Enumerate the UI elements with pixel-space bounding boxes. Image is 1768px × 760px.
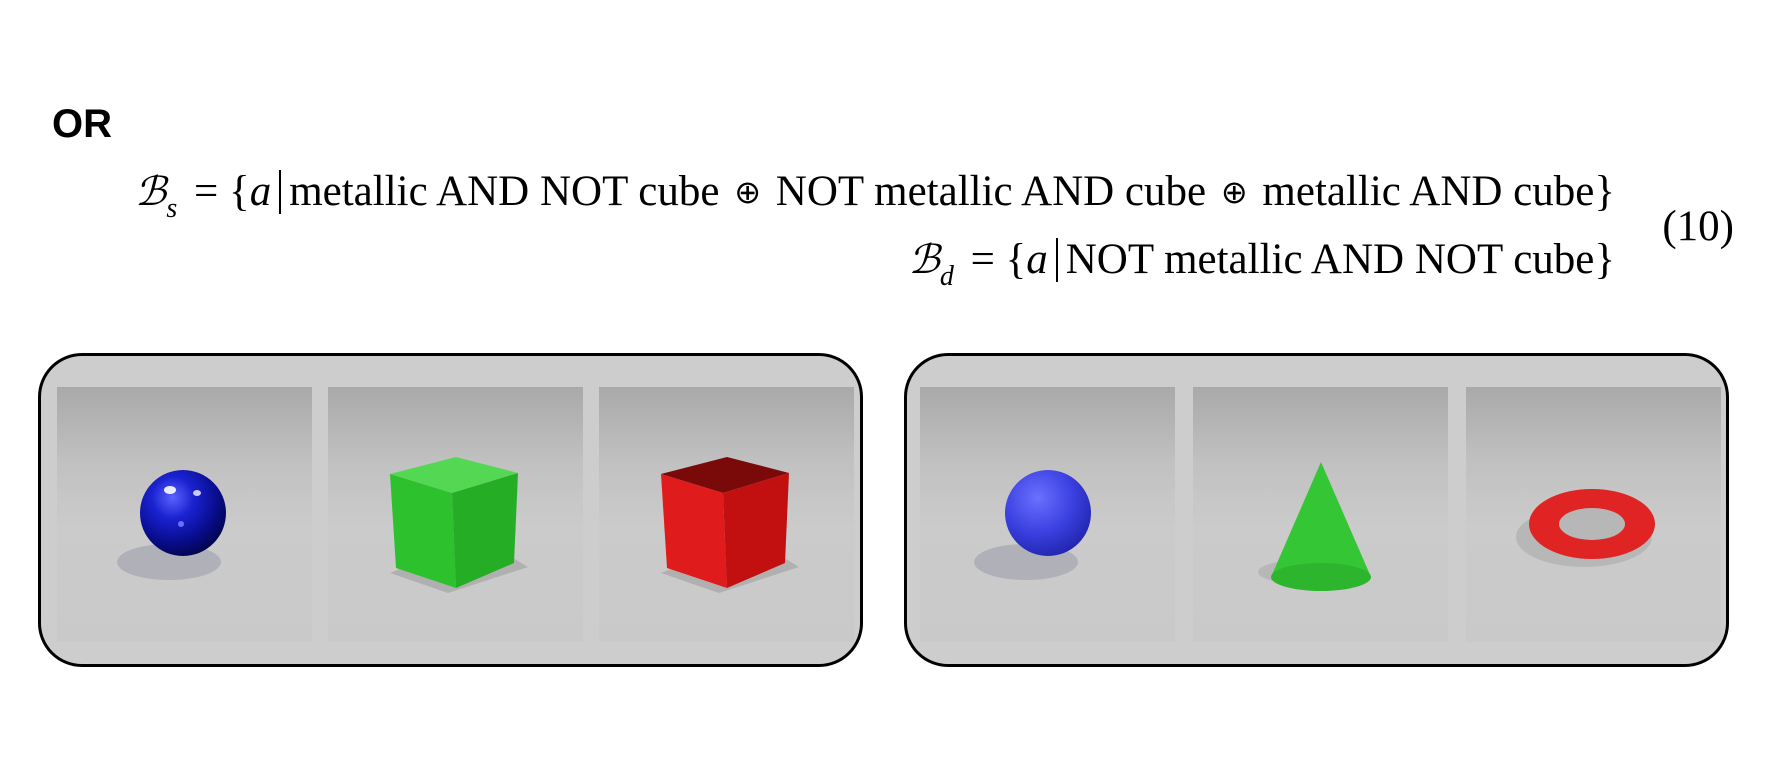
variable-a: a: [249, 168, 272, 215]
close-brace: }: [1594, 168, 1615, 215]
green-rubber-cube-render: [390, 457, 528, 593]
oplus-operator: ⊕: [734, 173, 762, 211]
image-tile-red-metal-cube: [599, 387, 854, 642]
oplus-operator: ⊕: [1220, 173, 1248, 211]
set-symbol-d: ℬ: [908, 237, 940, 283]
equation-line-s: ℬs = {a metallic AND NOT cube ⊕ NOT metal…: [134, 168, 1615, 223]
equation-line-d: ℬd = {a NOT metallic AND NOT cube}: [908, 236, 1615, 291]
term-not-metallic-not-cube: NOT metallic AND NOT cube: [1065, 236, 1595, 283]
image-tile-metal-blue-sphere: [57, 387, 312, 642]
close-brace: }: [1594, 236, 1615, 283]
image-tile-green-cube: [328, 387, 583, 642]
image-tile-green-cone: [1193, 387, 1448, 642]
set-subscript-s: s: [166, 193, 178, 224]
such-that-bar: [1055, 238, 1058, 282]
variable-a: a: [1026, 236, 1048, 283]
red-torus-render: [1516, 489, 1655, 567]
such-that-bar: [279, 170, 282, 214]
term-metallic-cube: metallic AND cube: [1262, 168, 1595, 215]
image-tile-red-torus: [1466, 387, 1721, 642]
blue-metal-sphere-render: [117, 470, 226, 580]
set-subscript-d: d: [939, 261, 954, 292]
green-cone-render: [1258, 462, 1371, 591]
panel-set-d: [904, 353, 1729, 667]
image-tile-blue-sphere: [920, 387, 1175, 642]
section-heading: OR: [52, 102, 112, 146]
equals-sign: =: [970, 236, 995, 283]
equation-number: (10): [1662, 203, 1734, 250]
set-symbol-s: ℬ: [134, 169, 167, 215]
equals-sign: =: [194, 168, 219, 215]
panel-set-s: [38, 353, 863, 667]
red-metal-cube-render: [661, 457, 799, 593]
term-metallic-not-cube: metallic AND NOT cube: [289, 168, 720, 215]
blue-rubber-sphere-render: [974, 470, 1091, 580]
open-brace: {: [1005, 236, 1027, 283]
term-not-metallic-cube: NOT metallic AND cube: [775, 168, 1207, 215]
open-brace: {: [229, 168, 250, 215]
